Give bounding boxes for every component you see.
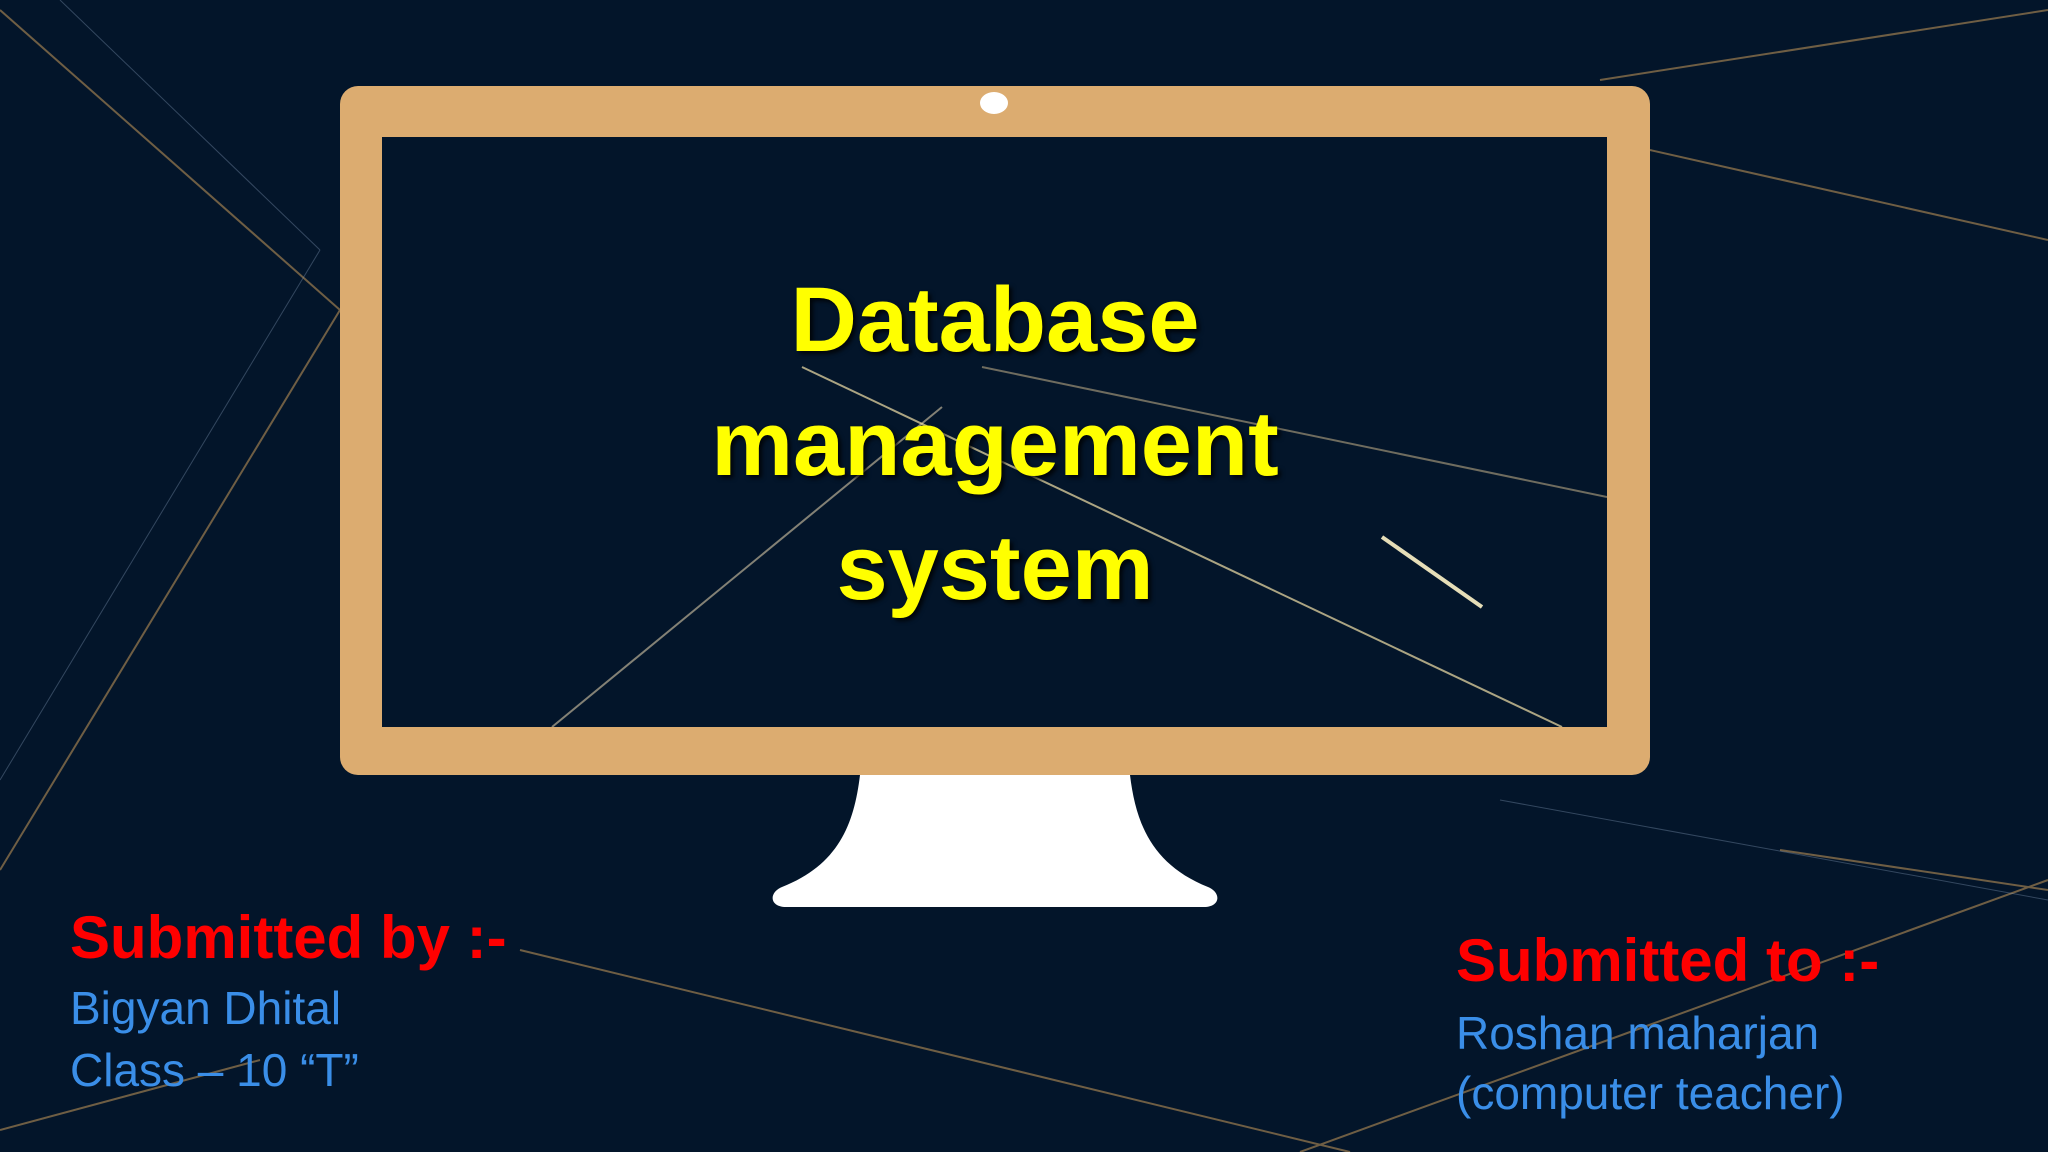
title-line-2: management	[711, 393, 1279, 495]
screen-decorative-lines	[551, 366, 1607, 727]
recipient-role: (computer teacher)	[1456, 1067, 1845, 1119]
monitor-screen	[382, 137, 1607, 727]
title-line-3: system	[836, 517, 1154, 619]
webcam-icon	[980, 92, 1008, 114]
slide-title: Database management system	[600, 258, 1390, 630]
submitter-name: Bigyan Dhital	[70, 982, 342, 1034]
monitor-stand-icon	[772, 775, 1218, 907]
submitted-by-heading: Submitted by :-	[70, 904, 507, 971]
recipient-name: Roshan maharjan	[1456, 1007, 1820, 1059]
submitter-class: Class – 10 “T”	[70, 1044, 359, 1096]
title-line-1: Database	[790, 269, 1200, 371]
submitted-to-heading: Submitted to :-	[1456, 927, 1880, 994]
